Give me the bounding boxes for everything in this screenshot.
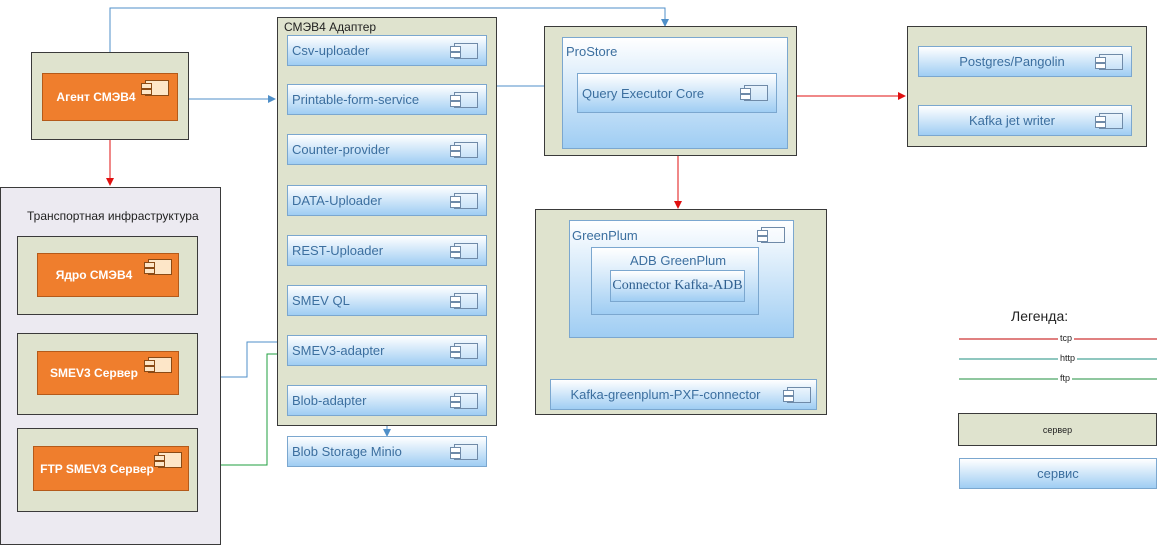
legend-ftp-label: ftp (1058, 373, 1073, 383)
component-icon (1095, 113, 1123, 129)
adapter-service-label: DATA-Uploader (292, 193, 382, 208)
component-icon (450, 293, 478, 309)
adapter-service-label: Counter-provider (292, 142, 390, 157)
component-icon (450, 193, 478, 209)
agent-node: Агент СМЭВ4 (42, 73, 178, 121)
transport-infrastructure: Транспортная инфраструктура Ядро СМЭВ4 S… (0, 187, 221, 545)
component-icon (450, 393, 478, 409)
greenplum-title: GreenPlum (572, 228, 638, 243)
legend-server-label: сервер (1042, 424, 1073, 435)
agent-label: Агент СМЭВ4 (56, 90, 136, 104)
component-icon (1095, 54, 1123, 70)
adapter-service-8: Blob-adapter (287, 385, 487, 416)
adapter-service-5: REST-Uploader (287, 235, 487, 266)
transport-server-1: Ядро СМЭВ4 (17, 236, 198, 315)
kafka-writer-service: Kafka jet writer (918, 105, 1132, 136)
adapter-service-label: SMEV3-adapter (292, 343, 385, 358)
adapter-service-7: SMEV3-adapter (287, 335, 487, 366)
legend-http-label: http (1058, 353, 1078, 363)
transport-label-3: FTP SMEV3 Сервер (40, 461, 154, 476)
adapter-service-label: SMEV QL (292, 293, 350, 308)
agent-to-prostore-line (109, 7, 669, 52)
postgres-label: Postgres/Pangolin (959, 54, 1065, 69)
transport-node-2: SMEV3 Сервер (37, 351, 179, 395)
adapter-title: СМЭВ4 Адаптер (284, 20, 377, 34)
adapter-service-label: Printable-form-service (292, 92, 420, 107)
prostore-server: ProStore Query Executor Core (544, 26, 797, 156)
transport-node-3: FTP SMEV3 Сервер (33, 446, 189, 491)
component-icon (450, 243, 478, 259)
component-icon (450, 343, 478, 359)
adb-greenplum-title: ADB GreenPlum (630, 253, 727, 268)
transport-server-3: FTP SMEV3 Сервер (17, 428, 198, 512)
adapter-service-4: DATA-Uploader (287, 185, 487, 216)
component-icon (450, 92, 478, 108)
query-executor-label: Query Executor Core (582, 85, 705, 101)
legend-service-swatch: сервис (959, 458, 1157, 489)
blob-storage-service: Blob Storage Minio (287, 436, 487, 467)
component-icon (144, 259, 172, 275)
query-executor-core: Query Executor Core (577, 73, 777, 113)
component-icon (783, 387, 811, 403)
component-icon (450, 444, 478, 460)
prostore-title: ProStore (566, 44, 618, 59)
adapter-service-3: Counter-provider (287, 134, 487, 165)
component-icon (740, 85, 768, 101)
adapter-service-6: SMEV QL (287, 285, 487, 316)
adapter-service-1: Csv-uploader (287, 35, 487, 66)
greenplum-service: GreenPlum ADB GreenPlum Connector Kafka-… (569, 220, 794, 338)
postgres-server: Postgres/Pangolin Kafka jet writer (907, 26, 1147, 147)
transport-label-2: SMEV3 Сервер (50, 366, 138, 380)
pxf-connector-service: Kafka-greenplum-PXF-connector (550, 379, 817, 410)
adapter-service-2: Printable-form-service (287, 84, 487, 115)
component-icon (757, 227, 785, 243)
transport-node-1: Ядро СМЭВ4 (37, 253, 179, 297)
legend-tcp-label: tcp (1058, 333, 1075, 343)
component-icon (154, 452, 182, 468)
component-icon (450, 43, 478, 59)
transport-title: Транспортная инфраструктура (27, 209, 199, 223)
legend-server-swatch: сервер (958, 413, 1157, 446)
adapter-service-label: Blob-adapter (292, 393, 367, 408)
component-icon (144, 357, 172, 373)
adapter-service-label: Csv-uploader (292, 43, 370, 58)
kafka-writer-label: Kafka jet writer (969, 113, 1055, 128)
pxf-connector-label: Kafka-greenplum-PXF-connector (570, 387, 761, 402)
legend-service-label: сервис (1037, 466, 1079, 481)
component-icon (450, 142, 478, 158)
component-icon (141, 80, 169, 96)
transport-server-2: SMEV3 Сервер (17, 333, 198, 415)
connector-kafka-adb-label: Connector Kafka-ADB (612, 278, 743, 293)
prostore-service: ProStore Query Executor Core (562, 37, 788, 149)
postgres-service: Postgres/Pangolin (918, 46, 1132, 77)
connector-kafka-adb: Connector Kafka-ADB (610, 270, 745, 302)
adapter-service-label: REST-Uploader (292, 243, 384, 258)
smev3-to-server-line (197, 341, 287, 381)
blob-storage-label: Blob Storage Minio (292, 444, 402, 459)
legend-title: Легенда: (1011, 308, 1069, 324)
agent-server: Агент СМЭВ4 (31, 52, 189, 140)
adb-greenplum-service: ADB GreenPlum Connector Kafka-ADB (591, 247, 759, 315)
transport-label-1: Ядро СМЭВ4 (55, 268, 133, 282)
